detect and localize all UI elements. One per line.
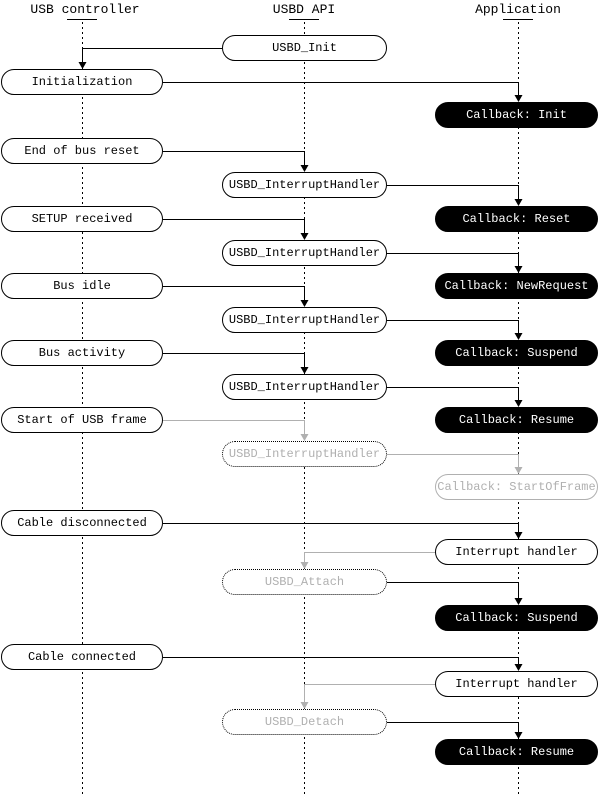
arrowhead-down-icon [514, 333, 523, 340]
connector-cable-connected-to-interrupt-handler [163, 657, 523, 671]
arrowhead-down-icon [514, 598, 523, 605]
connector-initialization-to-callback-init [163, 82, 523, 102]
node-callback-reset: Callback: Reset [435, 206, 598, 232]
connector-usbd-attach-to-callback-suspend [383, 582, 523, 605]
arrowhead-down-icon [514, 199, 523, 206]
lane-underline-usbd-api [289, 19, 319, 20]
connector-bus-activity-to-usbd-interrupthandler-4 [163, 353, 309, 374]
connector-usbd-interrupthandler-1-to-callback-reset [387, 185, 523, 206]
node-usbd-interrupthandler-5-inactive: USBD_InterruptHandler [222, 441, 387, 467]
connector-line [387, 387, 519, 400]
node-usbd-interrupthandler-4: USBD_InterruptHandler [222, 374, 387, 400]
arrowhead-down-icon [514, 664, 523, 671]
connector-cable-disconnected-to-interrupt-handler [163, 523, 523, 539]
node-callback-resume-1: Callback: Resume [435, 407, 598, 433]
lane-header-application: Application [475, 2, 561, 17]
node-setup-received: SETUP received [1, 206, 163, 232]
connector-usbd-interrupthandler-2-to-callback-newrequest [387, 253, 523, 273]
arrowhead-down-icon [300, 562, 309, 569]
arrowhead-down-icon [514, 400, 523, 407]
connector-usbd-interrupthandler-3-to-callback-suspend [387, 320, 523, 340]
node-bus-activity: Bus activity [1, 340, 163, 366]
node-callback-resume-2: Callback: Resume [435, 739, 598, 765]
connector-interrupt-handler-to-usbd-attach [300, 552, 437, 569]
connector-line [163, 286, 305, 300]
connector-line [163, 353, 305, 367]
node-interrupt-handler-2: Interrupt handler [435, 671, 598, 697]
arrowhead-down-icon [514, 532, 523, 539]
connector-line [163, 657, 519, 664]
arrowhead-down-icon [514, 266, 523, 273]
lane-header-usb-controller: USB controller [30, 2, 140, 17]
connector-line [304, 684, 437, 702]
node-usbd-interrupthandler-3: USBD_InterruptHandler [222, 307, 387, 333]
arrowhead-down-icon [300, 165, 309, 172]
connector-line [387, 185, 519, 199]
node-bus-idle: Bus idle [1, 273, 163, 299]
connector-line [163, 219, 305, 233]
arrowhead-down-icon [300, 233, 309, 240]
lane-header-usbd-api: USBD API [272, 2, 336, 17]
node-initialization: Initialization [1, 69, 163, 95]
lane-underline-usb-controller [67, 19, 97, 20]
connector-line [163, 523, 519, 532]
connector-bus-idle-to-usbd-interrupthandler-3 [163, 286, 309, 307]
arrowhead-down-icon [514, 732, 523, 739]
connector-setup-received-to-usbd-interrupthandler-2 [163, 219, 309, 240]
node-interrupt-handler-1: Interrupt handler [435, 539, 598, 565]
connector-line [82, 48, 222, 62]
connector-line [387, 320, 519, 333]
connector-line [304, 552, 437, 562]
node-callback-startofframe-inactive: Callback: StartOfFrame [435, 474, 598, 500]
node-callback-newrequest: Callback: NewRequest [435, 273, 598, 299]
arrowhead-down-icon [300, 300, 309, 307]
node-callback-init: Callback: Init [435, 102, 598, 128]
connector-line [163, 151, 305, 165]
arrowhead-down-icon [514, 95, 523, 102]
node-start-of-usb-frame: Start of USB frame [1, 407, 163, 433]
connector-usbd-interrupthandler-5-to-callback-startofframe [387, 454, 523, 474]
arrowhead-down-icon [300, 367, 309, 374]
node-usbd-init: USBD_Init [222, 35, 387, 61]
connector-usbd-interrupthandler-4-to-callback-resume [387, 387, 523, 407]
connector-line [387, 253, 519, 266]
node-cable-disconnected: Cable disconnected [1, 510, 163, 536]
arrowhead-down-icon [300, 702, 309, 709]
lane-underline-application [503, 19, 533, 20]
node-callback-suspend-2: Callback: Suspend [435, 605, 598, 631]
node-cable-connected: Cable connected [1, 644, 163, 670]
connector-line [383, 582, 519, 598]
connector-usbd-init-to-initialization [78, 48, 222, 69]
arrowhead-down-icon [78, 62, 87, 69]
connector-line [387, 454, 519, 467]
connector-end-of-bus-reset-to-usbd-interrupthandler-1 [163, 151, 309, 172]
connector-usbd-detach-to-callback-resume [383, 722, 523, 739]
node-end-of-bus-reset: End of bus reset [1, 138, 163, 164]
connector-line [163, 420, 305, 434]
node-usbd-detach-inactive: USBD_Detach [222, 709, 387, 735]
connector-line [163, 82, 519, 95]
node-usbd-interrupthandler-1: USBD_InterruptHandler [222, 172, 387, 198]
connector-interrupt-handler-to-usbd-detach [300, 684, 437, 709]
arrowhead-down-icon [514, 467, 523, 474]
node-usbd-interrupthandler-2: USBD_InterruptHandler [222, 240, 387, 266]
node-usbd-attach-inactive: USBD_Attach [222, 569, 387, 595]
node-callback-suspend-1: Callback: Suspend [435, 340, 598, 366]
arrowhead-down-icon [300, 434, 309, 441]
connector-line [383, 722, 519, 732]
connector-start-of-usb-frame-to-usbd-interrupthandler-5 [163, 420, 309, 441]
